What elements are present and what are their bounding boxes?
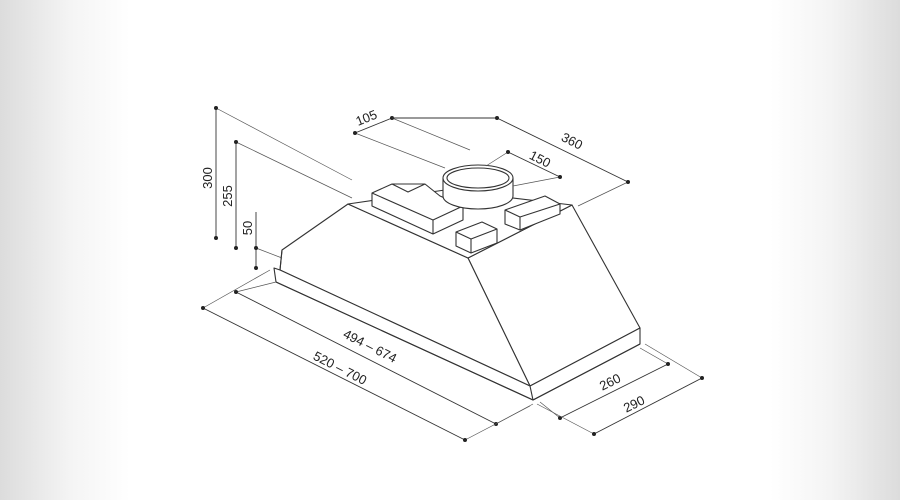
dim-height-lip: 50 <box>240 212 283 270</box>
label-depth-inner: 260 <box>597 370 623 393</box>
bottom-edge-side <box>532 343 641 401</box>
label-offset-outlet: 105 <box>353 107 379 129</box>
outlet-spigot <box>442 164 514 210</box>
dim-height-inner: 255 <box>220 140 353 250</box>
dim-offset-outlet: 105 <box>353 107 471 169</box>
label-length-outer: 520 – 700 <box>311 348 369 388</box>
dim-height-total: 300 <box>200 106 353 240</box>
label-outlet-diameter: 150 <box>527 147 553 170</box>
bottom-edge-front <box>275 281 534 401</box>
label-height-inner: 255 <box>220 185 235 207</box>
control-box <box>455 221 498 254</box>
bottom-edge-corner <box>529 385 534 401</box>
label-width-top: 360 <box>559 129 585 152</box>
motor-housing-right <box>504 195 561 231</box>
label-height-total: 300 <box>200 167 215 189</box>
front-left-edge <box>279 249 283 271</box>
label-height-lip: 50 <box>240 221 255 235</box>
dim-depth-outer: 290 <box>536 343 704 436</box>
label-depth-outer: 290 <box>621 392 647 415</box>
